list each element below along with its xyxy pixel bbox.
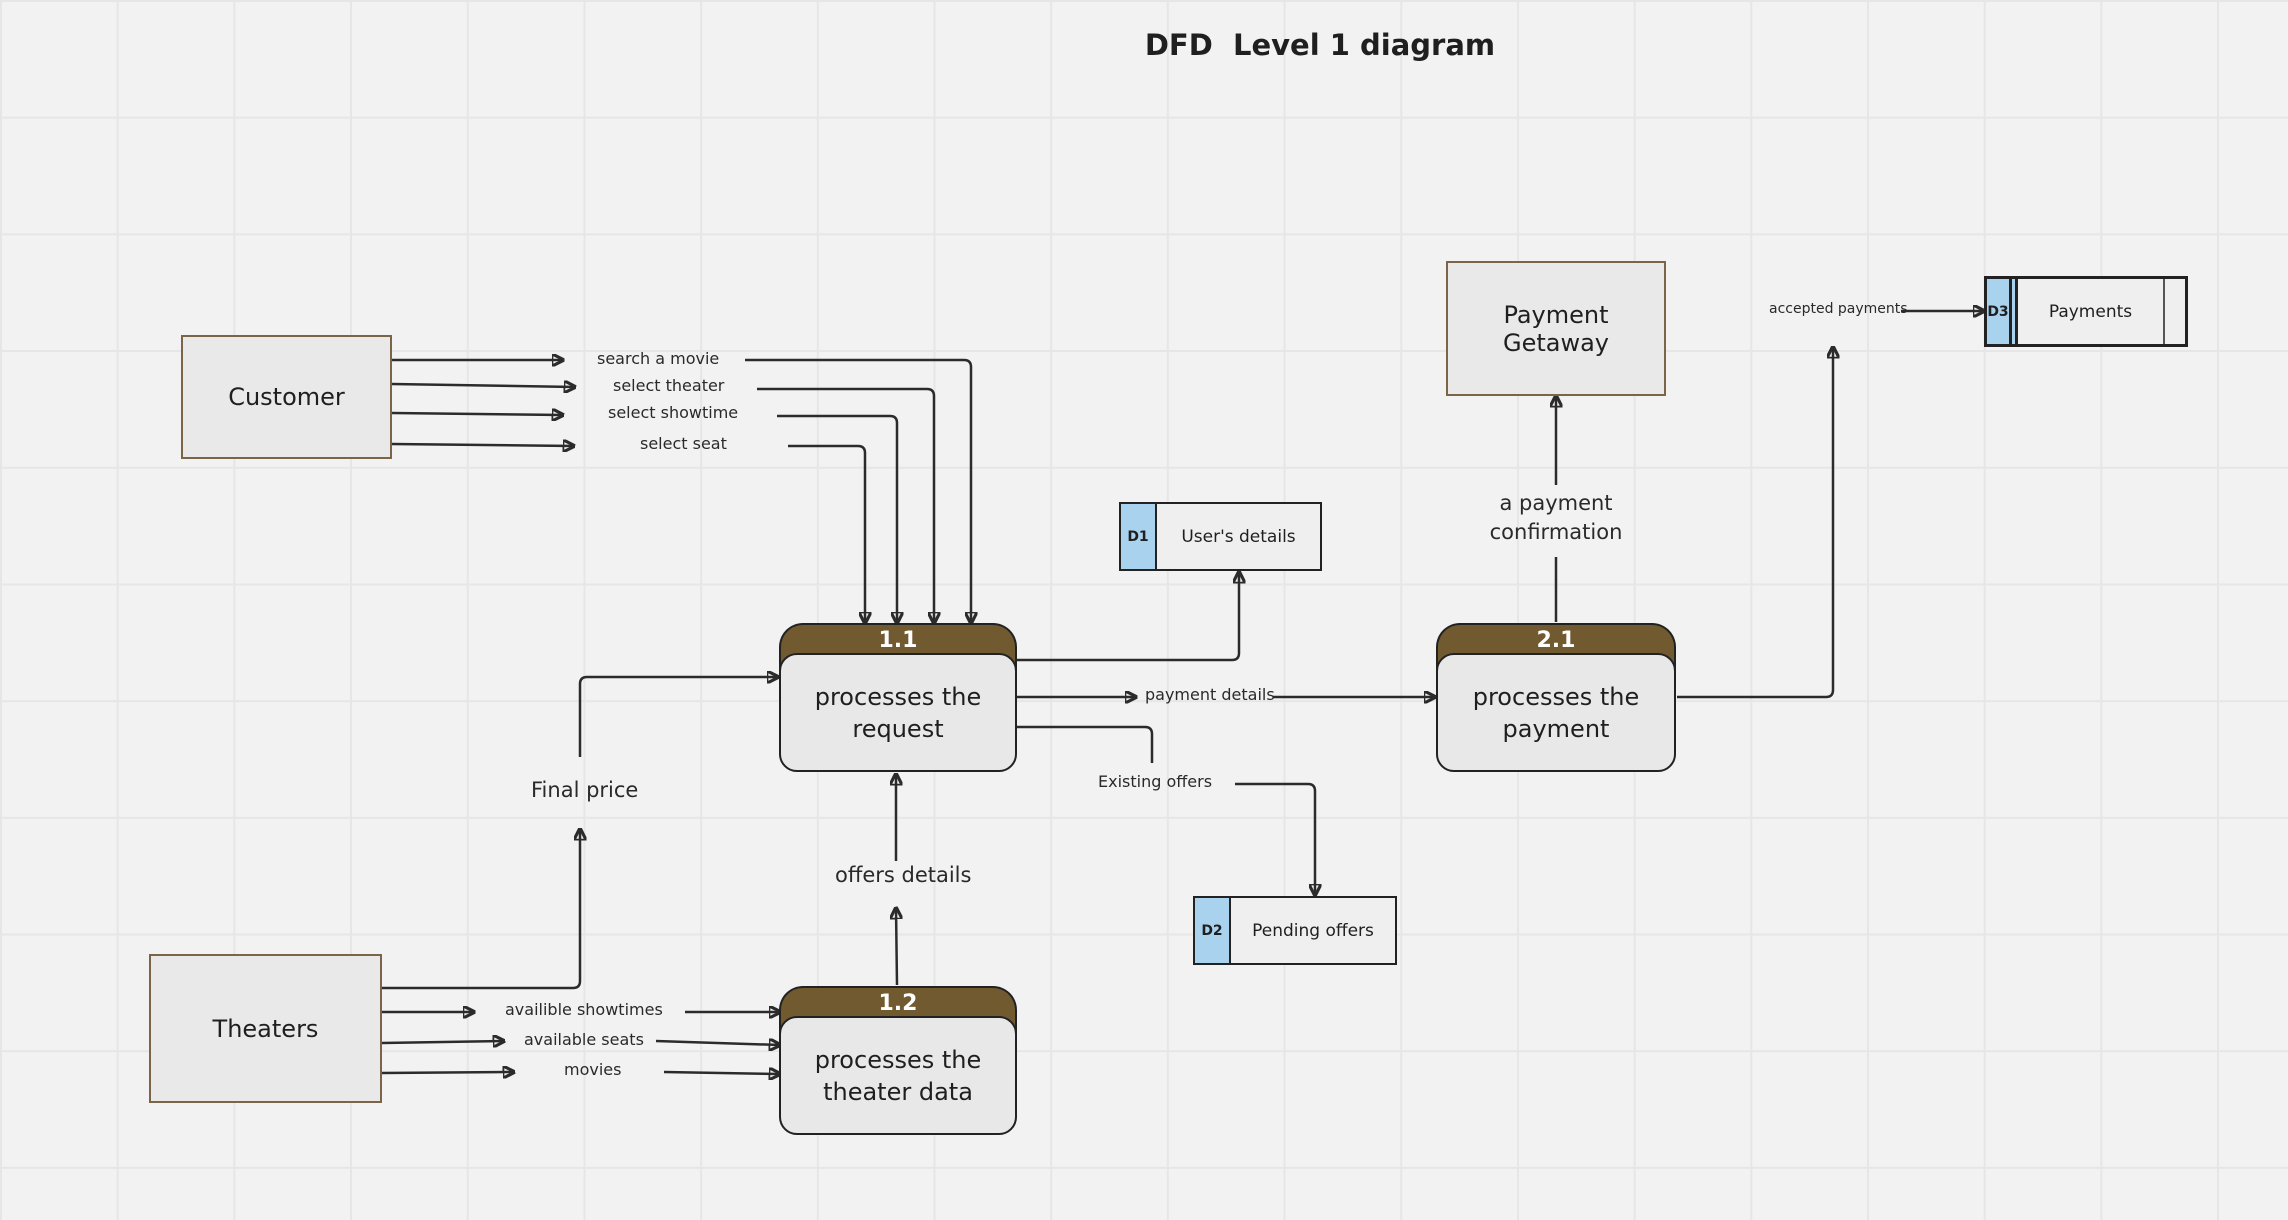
- flow-label-payment-details: payment details: [1145, 685, 1275, 704]
- line-p11-existing-offers: [1017, 725, 1154, 763]
- process-1-1[interactable]: 1.1 processes the request: [779, 623, 1017, 772]
- flow-label-existing-offers: Existing offers: [1098, 772, 1213, 791]
- arrow-existing-offers-to-d2: [1235, 782, 1315, 895]
- arrow-theaters-final-price: [382, 829, 580, 990]
- datastore-d1-id: D1: [1121, 504, 1157, 569]
- flow-label-select-seat: select seat: [640, 434, 727, 453]
- flow-label-available-seats: available seats: [524, 1030, 644, 1049]
- arrow-seats-to-p12: [655, 1041, 780, 1045]
- flow-label-final-price: Final price: [531, 778, 639, 802]
- arrow-theaters-seats: [381, 1041, 504, 1043]
- datastore-d1-name: User's details: [1181, 526, 1296, 547]
- process-1-2-label: processes the theater data: [779, 1016, 1017, 1135]
- arrow-final-price-to-p11: [578, 677, 778, 757]
- arrow-p12-offers-details: [896, 908, 897, 986]
- datastore-d3[interactable]: D3 Payments: [1984, 276, 2188, 347]
- datastore-d1[interactable]: D1 User's details: [1119, 502, 1322, 571]
- datastore-d2-name: Pending offers: [1252, 920, 1374, 941]
- datastore-d3-id: D3: [1987, 279, 2012, 344]
- entity-payment-gateway[interactable]: Payment Getaway: [1446, 261, 1666, 396]
- flow-label-select-showtime: select showtime: [608, 403, 739, 422]
- arrow-customer-seat: [391, 444, 574, 446]
- flow-label-offers-details: offers details: [835, 863, 972, 887]
- arrow-theater-to-p11: [757, 387, 934, 623]
- flow-label-accepted-payments: accepted payments: [1769, 301, 1908, 317]
- arrow-p21-accepted-payments: [1677, 347, 1833, 699]
- arrow-search-to-p11: [745, 358, 971, 623]
- datastore-d2[interactable]: D2 Pending offers: [1193, 896, 1397, 965]
- process-2-1-label: processes the payment: [1436, 653, 1676, 772]
- arrow-p11-to-d1: [1017, 572, 1239, 662]
- diagram-title: DFD Level 1 diagram: [1144, 28, 1496, 62]
- process-1-1-label: processes the request: [779, 653, 1017, 772]
- flow-label-payment-confirmation: a payment confirmation: [1489, 491, 1623, 544]
- entity-customer[interactable]: Customer: [181, 335, 392, 459]
- arrow-customer-showtime: [391, 413, 563, 415]
- process-1-2[interactable]: 1.2 processes the theater data: [779, 986, 1017, 1135]
- flow-label-select-theater: select theater: [613, 376, 725, 395]
- arrow-theaters-movies: [381, 1072, 514, 1073]
- datastore-d2-id: D2: [1195, 898, 1231, 963]
- arrow-movies-to-p12: [663, 1072, 780, 1074]
- datastore-d3-name: Payments: [2015, 279, 2165, 344]
- entity-theaters[interactable]: Theaters: [149, 954, 382, 1103]
- flow-label-available-showtimes: availible showtimes: [505, 1000, 663, 1019]
- arrow-customer-theater: [391, 384, 575, 387]
- flow-label-search-movie: search a movie: [597, 349, 720, 368]
- flow-label-movies: movies: [564, 1060, 622, 1079]
- arrow-showtime-to-p11: [777, 414, 897, 623]
- arrow-seat-to-p11: [788, 444, 865, 623]
- process-2-1[interactable]: 2.1 processes the payment: [1436, 623, 1676, 772]
